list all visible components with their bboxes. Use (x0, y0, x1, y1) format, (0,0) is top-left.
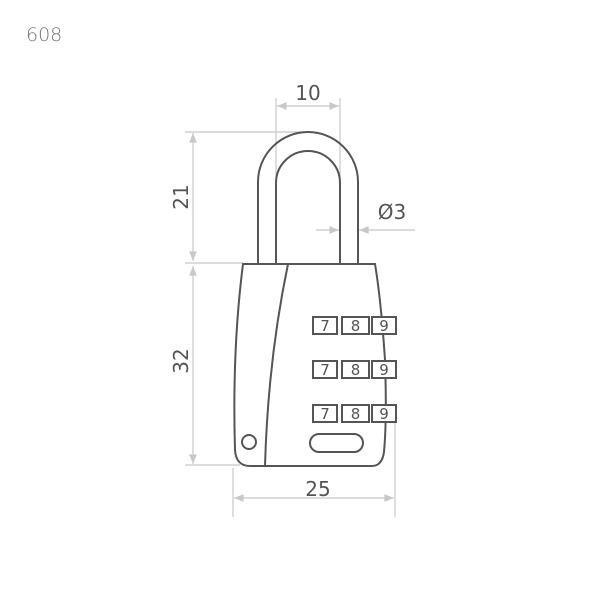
dial-digit: 8 (351, 317, 361, 335)
dial-wheel (371, 404, 397, 423)
body-height-label: 32 (169, 348, 193, 373)
dial-digit: 7 (320, 405, 330, 423)
dial-digit: 7 (320, 317, 330, 335)
dial-digit: 9 (379, 361, 389, 379)
shackle-diameter-label: Ø3 (378, 200, 406, 224)
dial-wheel (312, 360, 338, 379)
dial-wheel (341, 404, 370, 423)
shackle-width-label: 10 (295, 81, 320, 105)
dial-digit: 8 (351, 361, 361, 379)
dial-digit: 9 (379, 317, 389, 335)
release-slot (309, 433, 364, 453)
model-code: 608 (26, 24, 63, 46)
keyhole-icon (241, 434, 257, 450)
dimension-lines (185, 98, 415, 517)
dial-wheel (312, 404, 338, 423)
dial-digit: 9 (379, 405, 389, 423)
lock-body (233, 263, 387, 467)
dial-wheel (341, 316, 370, 335)
dial-wheel (371, 316, 397, 335)
dial-wheel (371, 360, 397, 379)
shackle-height-label: 21 (169, 184, 193, 209)
dial-wheel (341, 360, 370, 379)
shackle (257, 131, 359, 264)
dial-digit: 7 (320, 361, 330, 379)
dial-wheel (312, 316, 338, 335)
body-width-label: 25 (305, 477, 330, 501)
dial-digit: 8 (351, 405, 361, 423)
